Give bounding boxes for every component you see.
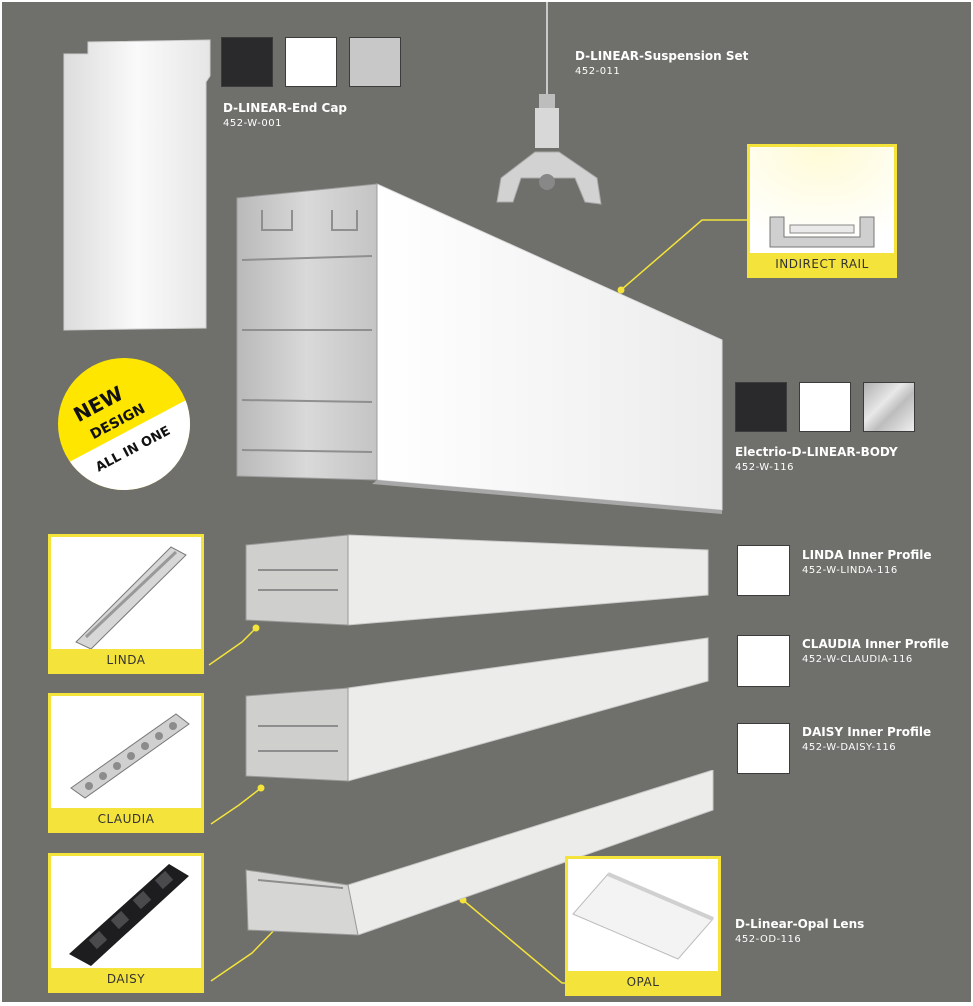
claudia-inset: CLAUDIA <box>48 693 204 833</box>
suspension-set-image <box>496 2 602 205</box>
linda-inset: LINDA <box>48 534 204 674</box>
daisy-profile-image <box>245 770 714 936</box>
body-image <box>236 183 723 514</box>
daisy-profile-label: DAISY Inner Profile 452-W-DAISY-116 <box>802 725 932 753</box>
claudia-profile-label: CLAUDIA Inner Profile 452-W-CLAUDIA-116 <box>802 637 949 665</box>
linda-swatch-white <box>737 545 790 596</box>
end-cap-swatch-silver <box>349 37 401 87</box>
indirect-rail-inset: INDIRECT RAIL <box>747 144 897 278</box>
end-cap-label: D-LINEAR-End Cap 452-W-001 <box>223 101 348 129</box>
connector-indirect-rail <box>620 219 747 291</box>
daisy-swatch-white <box>737 723 790 774</box>
suspension-set-label: D-LINEAR-Suspension Set 452-011 <box>575 49 749 77</box>
end-cap-swatch-white <box>285 37 337 87</box>
connector-linda <box>208 627 257 666</box>
claudia-profile-image <box>245 637 709 782</box>
body-swatch-black <box>735 382 787 432</box>
linda-profile-image <box>245 534 709 626</box>
opal-inset: OPAL <box>565 856 721 996</box>
claudia-swatch-white <box>737 635 790 687</box>
body-swatch-white <box>799 382 851 432</box>
new-design-badge: NEW DESIGN ALL IN ONE <box>58 358 190 490</box>
end-cap-swatch-black <box>221 37 273 87</box>
daisy-inset: DAISY <box>48 853 204 993</box>
opal-lens-label: D-Linear-Opal Lens 452-OD-116 <box>735 917 865 945</box>
linda-profile-label: LINDA Inner Profile 452-W-LINDA-116 <box>802 548 932 576</box>
connector-claudia <box>210 787 262 825</box>
body-label: Electrio-D-LINEAR-BODY 452-W-116 <box>735 445 898 473</box>
body-swatch-brushed <box>863 382 915 432</box>
end-cap-image <box>63 39 211 331</box>
